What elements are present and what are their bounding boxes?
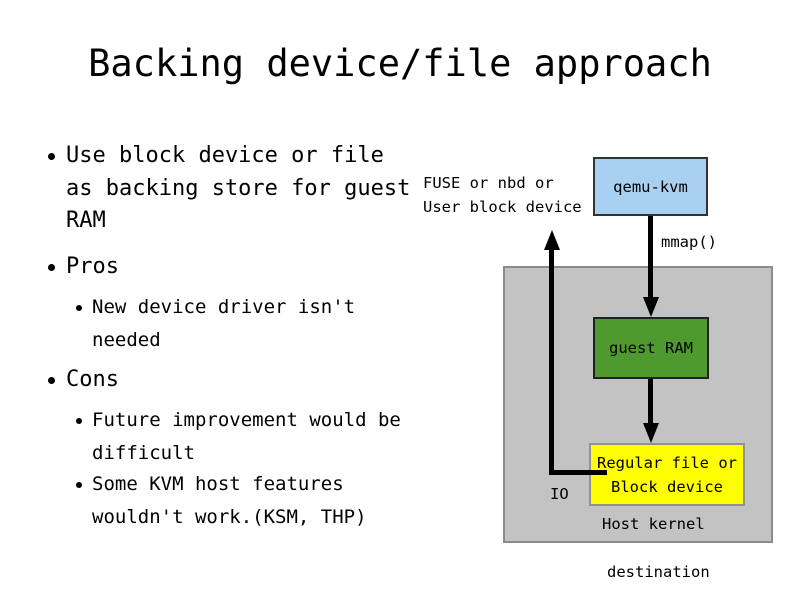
list-item: Cons (48, 364, 416, 397)
bullet-text: Pros (66, 254, 119, 279)
page-title: Backing device/file approach (88, 42, 712, 85)
guest-ram-node: guest RAM (593, 317, 709, 379)
list-item: Some KVM host features wouldn't work.(KS… (76, 468, 412, 534)
destination-label: destination (607, 563, 710, 581)
guest-ram-label: guest RAM (609, 339, 693, 357)
list-item: New device driver isn't needed (76, 291, 412, 357)
list-item: Pros (48, 251, 416, 284)
bullet-text: Future improvement would be difficult (92, 409, 401, 464)
mmap-arrow-line (648, 216, 653, 298)
mmap-arrowhead-icon (643, 297, 659, 317)
bullet-icon (76, 418, 82, 424)
bullet-icon (48, 264, 55, 271)
bullet-icon (76, 305, 82, 311)
io-arrow-line-vertical (549, 249, 554, 475)
io-arrow-line-horizontal (549, 470, 607, 475)
bullet-icon (48, 377, 55, 384)
bullet-text: Use block device or file as backing stor… (66, 143, 411, 233)
host-kernel-label: Host kernel (602, 515, 705, 533)
ram-to-backing-arrow-line (648, 379, 653, 424)
bullet-icon (76, 482, 82, 488)
backing-store-node: Regular file or Block device (589, 443, 745, 506)
io-label: IO (550, 485, 569, 503)
fuse-label: FUSE or nbd or User block device (423, 174, 582, 216)
bullet-text: Some KVM host features wouldn't work.(KS… (92, 473, 367, 528)
bullet-icon (48, 153, 55, 160)
list-item: Use block device or file as backing stor… (48, 140, 416, 238)
ram-to-backing-arrowhead-icon (643, 423, 659, 443)
io-arrowhead-icon (544, 230, 560, 250)
qemu-kvm-label: qemu-kvm (613, 177, 688, 196)
backing-store-label: Regular file or Block device (597, 453, 737, 496)
qemu-kvm-node: qemu-kvm (593, 157, 708, 216)
bullet-text: Cons (66, 367, 119, 392)
list-item: Future improvement would be difficult (76, 404, 412, 470)
mmap-label: mmap() (661, 233, 717, 251)
bullet-text: New device driver isn't needed (92, 296, 356, 351)
